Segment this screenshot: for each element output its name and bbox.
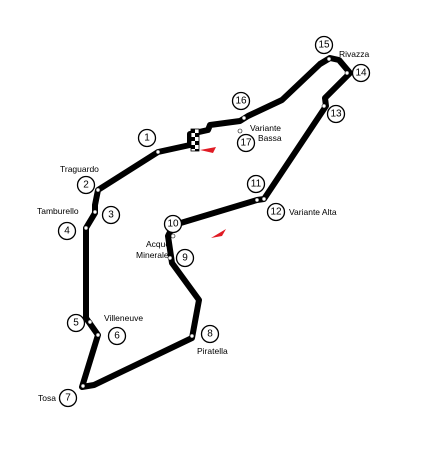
corner-name-villeneuve: Villeneuve <box>104 313 143 323</box>
corner-marker <box>155 149 161 155</box>
corner-11: 11 <box>246 174 266 194</box>
corner-name-traguardo: Traguardo <box>60 164 99 174</box>
corner-3: 3 <box>101 205 121 225</box>
corner-5: 5 <box>66 313 86 333</box>
corner-16: 16 <box>231 91 251 111</box>
corner-number: 9 <box>182 253 188 264</box>
corner-name-rivazza: Rivazza <box>339 49 370 59</box>
corner-marker <box>261 196 267 202</box>
corner-13: 13 <box>326 104 346 124</box>
direction-arrow-icon <box>200 147 216 153</box>
corner-number: 14 <box>355 68 367 79</box>
corner-marker <box>170 233 176 239</box>
corner-marker <box>254 197 260 203</box>
corner-marker <box>167 255 173 261</box>
corner-number: 15 <box>318 40 330 51</box>
corner-number: 10 <box>167 219 179 230</box>
corner-number: 5 <box>73 318 79 329</box>
corner-2: 2 <box>76 175 96 195</box>
corner-name-tamburello: Tamburello <box>37 206 79 216</box>
corner-name-variante-alta: Variante Alta <box>289 207 337 217</box>
corner-number: 12 <box>270 207 282 218</box>
corner-marker <box>326 56 332 62</box>
corner-marker <box>95 332 101 338</box>
corner-number: 4 <box>64 226 70 237</box>
corner-9: 9 <box>175 248 195 268</box>
corner-17: 17 <box>236 133 256 153</box>
corner-number: 17 <box>240 138 252 149</box>
corner-number: 1 <box>144 133 150 144</box>
corner-number: 3 <box>108 210 114 221</box>
corner-1: 1 <box>137 128 157 148</box>
corner-name-variante-bassa-1: Variante <box>250 123 281 133</box>
corner-12: 12 <box>266 202 286 222</box>
corner-6: 6 <box>107 326 127 346</box>
corner-number: 6 <box>114 331 120 342</box>
corner-8: 8 <box>200 324 220 344</box>
corner-number: 11 <box>251 179 262 190</box>
corner-name-acque-1: Acque <box>146 239 170 249</box>
corner-number: 2 <box>83 180 89 191</box>
corner-number: 16 <box>235 96 247 107</box>
corner-4: 4 <box>57 221 77 241</box>
corner-marker <box>87 319 93 325</box>
corner-number: 7 <box>65 393 71 404</box>
corner-name-piratella: Piratella <box>197 346 228 356</box>
corner-marker <box>92 209 98 215</box>
corner-marker <box>189 333 195 339</box>
corner-marker <box>321 103 327 109</box>
direction-arrow-icon <box>211 229 226 238</box>
corner-10: 10 <box>163 214 183 234</box>
corner-15: 15 <box>314 35 334 55</box>
corner-7: 7 <box>58 388 78 408</box>
corner-marker <box>83 225 89 231</box>
corner-name-variante-bassa-2: Bassa <box>258 133 282 143</box>
corner-marker <box>237 128 243 134</box>
start-finish-flag-icon <box>190 128 200 152</box>
corner-14: 14 <box>351 63 371 83</box>
corner-name-acque-2: Minerale <box>136 250 169 260</box>
corner-marker <box>95 187 101 193</box>
corner-marker <box>344 70 350 76</box>
corner-number: 13 <box>330 109 342 120</box>
corner-marker <box>241 115 247 121</box>
corner-name-tosa: Tosa <box>38 393 56 403</box>
corner-number: 8 <box>207 329 213 340</box>
corner-marker <box>80 383 86 389</box>
